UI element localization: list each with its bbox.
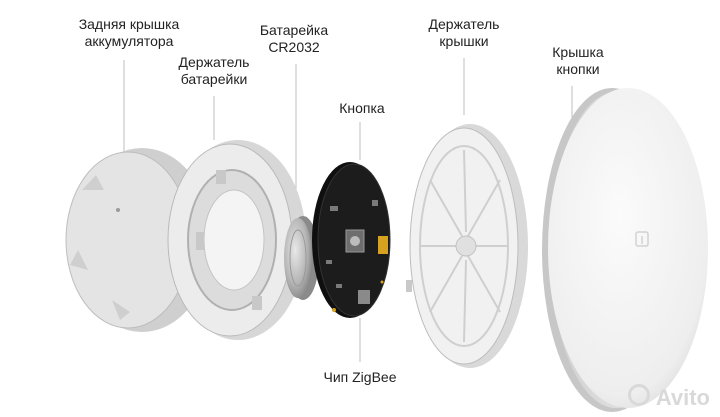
label-back-cover-line1: Задняя крышка <box>78 16 180 32</box>
label-button-cover-line1: Крышка <box>552 44 604 60</box>
avito-logo-icon <box>627 384 650 406</box>
label-battery-holder-line2: батарейки <box>180 71 248 87</box>
avito-watermark: Avito <box>627 384 710 411</box>
battery-part <box>284 216 319 300</box>
mi-logo-icon <box>635 231 649 247</box>
label-battery-holder: Держатель батарейки <box>158 54 270 88</box>
label-button-cover-line2: кнопки <box>556 61 600 77</box>
cover-holder-part <box>406 124 528 368</box>
label-battery-line2: CR2032 <box>268 39 320 55</box>
component-yellow <box>378 236 388 254</box>
label-back-cover: Задняя крышка аккумулятора <box>54 16 204 50</box>
label-button-line1: Кнопка <box>339 100 385 116</box>
label-battery: Батарейка CR2032 <box>244 22 344 56</box>
label-battery-holder-line1: Держатель <box>178 54 250 70</box>
label-cover-holder: Держатель крышки <box>408 16 520 50</box>
label-cover-holder-line2: крышки <box>439 33 489 49</box>
label-chip-line1: Чип ZigBee <box>323 369 397 385</box>
label-button: Кнопка <box>322 100 402 117</box>
label-chip: Чип ZigBee <box>300 369 420 386</box>
zigbee-chip <box>358 290 370 304</box>
label-cover-holder-line1: Держатель <box>428 16 500 32</box>
battery-holder-part <box>167 140 306 340</box>
button-cover-part <box>542 88 708 412</box>
label-back-cover-line2: аккумулятора <box>84 33 174 49</box>
label-button-cover: Крышка кнопки <box>528 44 628 78</box>
pcb-part <box>312 162 391 318</box>
watermark-text: Avito <box>655 385 710 410</box>
label-battery-line1: Батарейка <box>259 22 329 38</box>
